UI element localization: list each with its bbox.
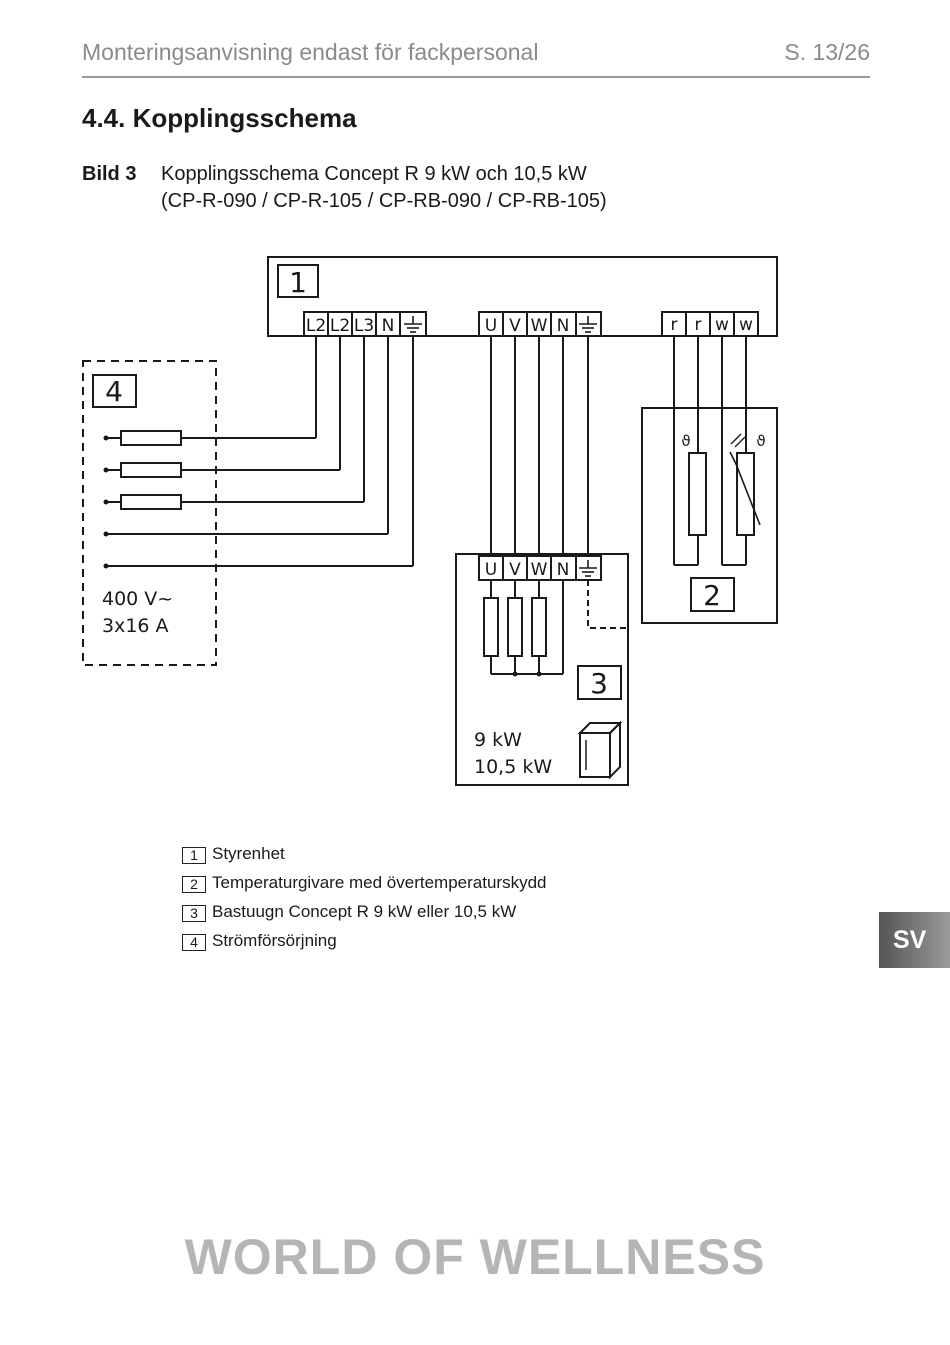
supply-voltage: 400 V~ [102,588,173,610]
terminal-r-a: r [671,315,678,335]
legend-text: Temperaturgivare med övertemperaturskydd [212,873,547,892]
legend-text: Bastuugn Concept R 9 kW eller 10,5 kW [212,902,517,921]
terminal-l3: L3 [354,316,374,336]
fuse-icon [120,430,182,446]
terminal-v: V [509,316,521,336]
power-supply-box [82,360,217,666]
ground-dashed-connection [587,580,628,629]
heater-terminal-u: U [485,560,497,580]
heating-elements [483,580,564,677]
brand-wordmark: WORLD OF WELLNESS [184,1229,766,1285]
header-title: Monteringsanvisning endast för fackperso… [82,39,539,65]
thermistor-slash-icon [729,451,761,526]
heater-inner-terminal-block: U V W N [478,555,602,581]
theta-symbol-icon: ϑ [756,432,765,450]
power-supply-number: 4 [105,375,123,408]
supply-current: 3x16 A [102,615,169,637]
ground-icon [404,316,422,333]
legend-number: 4 [182,934,206,951]
supply-wiring [103,336,414,569]
control-unit-number: 1 [289,266,307,299]
terminal-l2-a: L2 [306,316,326,336]
sensor-number: 2 [703,579,721,612]
fuse-icon [120,494,182,510]
sensor-number-box [690,577,735,612]
page-header: Monteringsanvisning endast för fackperso… [82,38,870,78]
heater-power-2: 10,5 kW [474,756,552,778]
ground-icon [579,316,597,333]
heater-terminal-n: N [557,560,570,580]
heater-number-box [577,665,622,700]
figure-caption-line2: (CP-R-090 / CP-R-105 / CP-RB-090 / CP-RB… [161,190,607,212]
heating-element-icon [507,597,523,657]
terminal-w: W [531,316,548,336]
wiring-diagram: 1 L2 L2 L3 N U V W N [82,256,778,786]
legend-number: 3 [182,905,206,922]
section-title: 4.4. Kopplingsschema [82,103,357,133]
figure-caption-line1: Kopplingsschema Concept R 9 kW och 10,5 … [161,163,587,185]
figure-label: Bild 3 [82,163,137,185]
sensor-terminal-block: r r w w [661,311,759,337]
ground-icon [579,560,597,577]
sensor-box [641,407,778,624]
sauna-heater-icon [577,720,623,780]
terminal-n: N [557,316,570,336]
terminal-r-b: r [695,315,702,335]
terminal-u: U [485,316,497,336]
heater-power-1: 9 kW [474,729,522,751]
heater-wiring [490,336,589,556]
heater-terminal-w: W [531,560,548,580]
fuse-icon [120,462,182,478]
heating-element-icon [531,597,547,657]
sensor-wiring [673,336,747,566]
heater-box [455,553,629,786]
overheat-protection-icon [736,452,755,536]
overtemperature-arrow-icon [730,433,746,448]
mains-terminal-block: L2 L2 L3 N [303,311,427,337]
terminal-w-a: w [715,315,729,335]
power-supply-number-box [92,374,137,408]
legend-text: Styrenhet [212,844,285,863]
heating-element-icon [483,597,499,657]
legend-number: 1 [182,847,206,864]
legend-number: 2 [182,876,206,893]
heater-terminal-v: V [509,560,521,580]
legend-text: Strömförsörjning [212,931,337,950]
temperature-sensor-icon [688,452,707,536]
page-number: S. 13/26 [784,39,870,65]
language-tab: SV [879,912,950,968]
heater-terminal-block: U V W N [478,311,602,337]
theta-symbol-icon: ϑ [681,432,690,450]
heater-number: 3 [590,667,608,700]
terminal-n: N [382,316,395,336]
control-unit-number-box [277,264,319,298]
terminal-w-b: w [739,315,753,335]
terminal-l2-b: L2 [330,316,350,336]
